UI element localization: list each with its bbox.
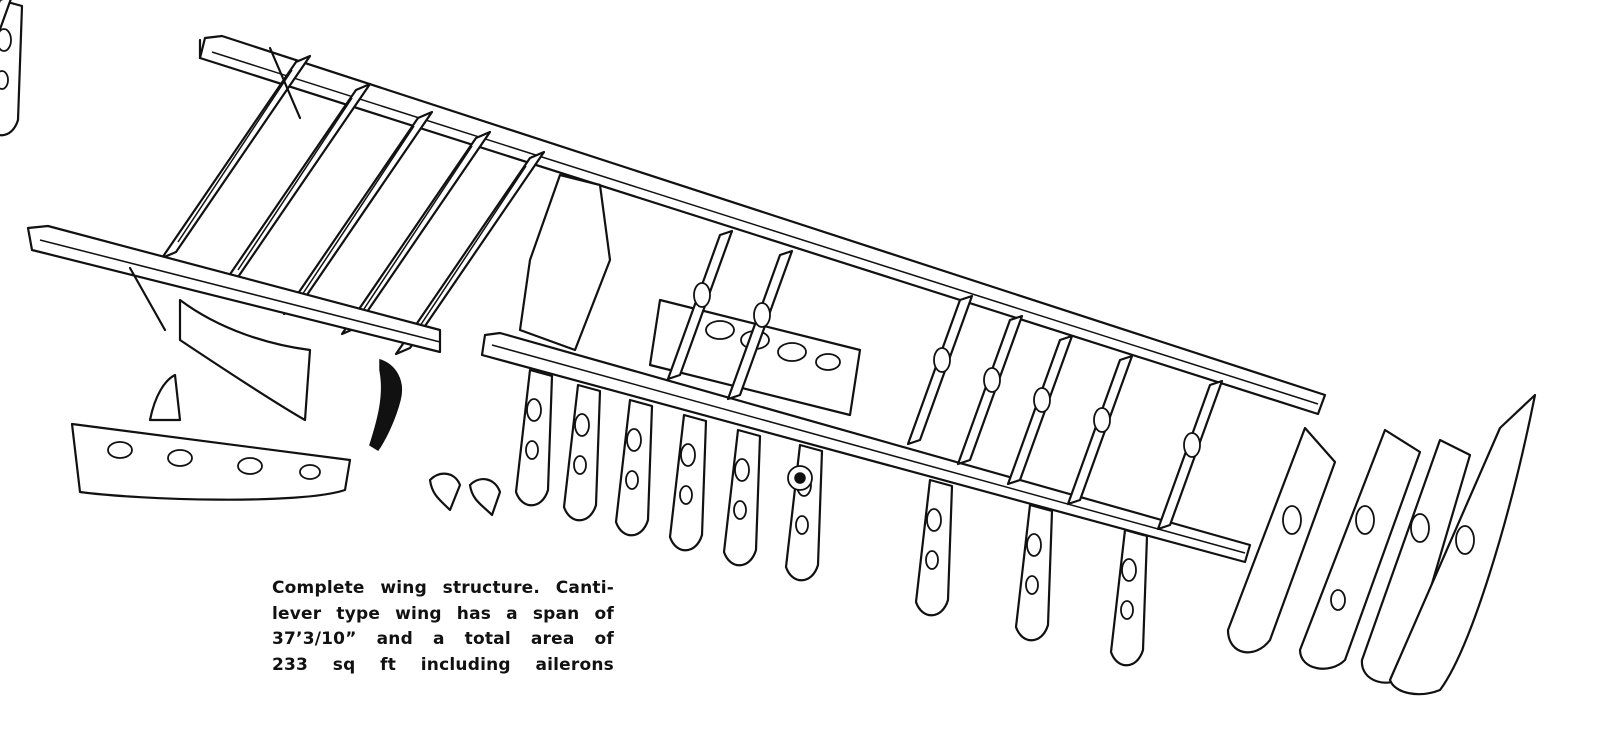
figure-caption: Complete wing structure. Canti- lever ty…	[272, 576, 614, 678]
rear-spar	[198, 34, 1327, 416]
wingtip-ribs	[1226, 393, 1537, 696]
caption-line-1: Complete wing structure. Canti-	[272, 578, 614, 598]
front-spar	[26, 224, 1252, 564]
trailing-rib-series	[0, 0, 1149, 667]
caption-line-4: 233 sq ft including ailerons	[272, 654, 614, 675]
hinge-fittings	[128, 46, 813, 517]
outer-bay-ribs	[0, 0, 1224, 531]
caption-line-2: lever type wing has a span of	[272, 603, 614, 624]
center-box-section	[518, 173, 862, 417]
leading-edge-ribs	[70, 298, 352, 501]
caption-line-3: 37’3/10” and a total area of	[272, 629, 614, 649]
